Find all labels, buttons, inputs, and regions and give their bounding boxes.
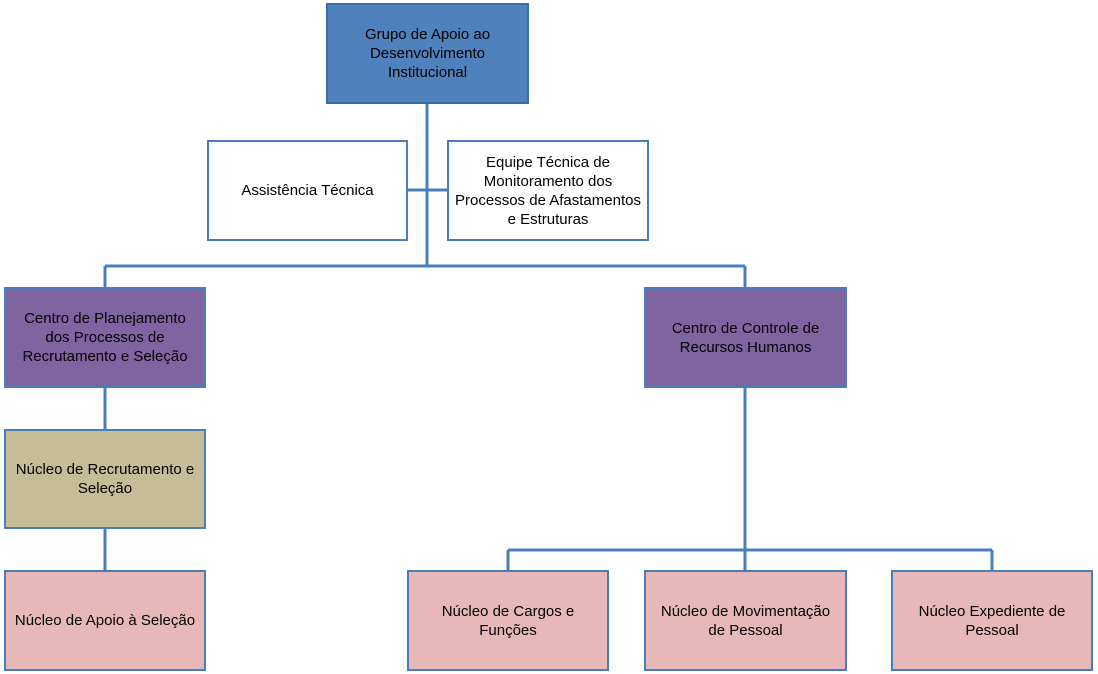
- node-centro-controle: Centro de Controle de Recursos Humanos: [644, 287, 847, 388]
- node-centro-controle-label: Centro de Controle de Recursos Humanos: [671, 319, 820, 356]
- node-nucleo-cargos: Núcleo de Cargos e Funções: [407, 570, 609, 671]
- node-nucleo-apoio-selecao: Núcleo de Apoio à Seleção: [4, 570, 206, 671]
- node-nucleo-cargos-label: Núcleo de Cargos e Funções: [441, 602, 575, 639]
- node-centro-planejamento-label: Centro de Planejamento dos Processos de …: [22, 310, 188, 365]
- node-nucleo-apoio-selecao-label: Núcleo de Apoio à Seleção: [14, 612, 196, 629]
- node-nucleo-recrutamento: Núcleo de Recrutamento e Seleção: [4, 429, 206, 529]
- node-equipe-tecnica-label: Equipe Técnica de Monitoramento dos Proc…: [455, 153, 641, 228]
- node-nucleo-movimentacao: Núcleo de Movimentação de Pessoal: [644, 570, 847, 671]
- node-centro-planejamento: Centro de Planejamento dos Processos de …: [4, 287, 206, 388]
- node-nucleo-recrutamento-label: Núcleo de Recrutamento e Seleção: [15, 461, 195, 497]
- node-nucleo-expediente: Núcleo Expediente de Pessoal: [891, 570, 1093, 671]
- node-assistencia-tecnica: Assistência Técnica: [207, 140, 408, 241]
- node-grupo-apoio: Grupo de Apoio ao Desenvolvimento Instit…: [326, 3, 529, 104]
- node-equipe-tecnica: Equipe Técnica de Monitoramento dos Proc…: [447, 140, 649, 241]
- node-grupo-apoio-label: Grupo de Apoio ao Desenvolvimento Instit…: [364, 26, 491, 81]
- node-assistencia-tecnica-label: Assistência Técnica: [241, 182, 374, 199]
- node-nucleo-expediente-label: Núcleo Expediente de Pessoal: [918, 602, 1066, 639]
- node-nucleo-movimentacao-label: Núcleo de Movimentação de Pessoal: [660, 602, 831, 639]
